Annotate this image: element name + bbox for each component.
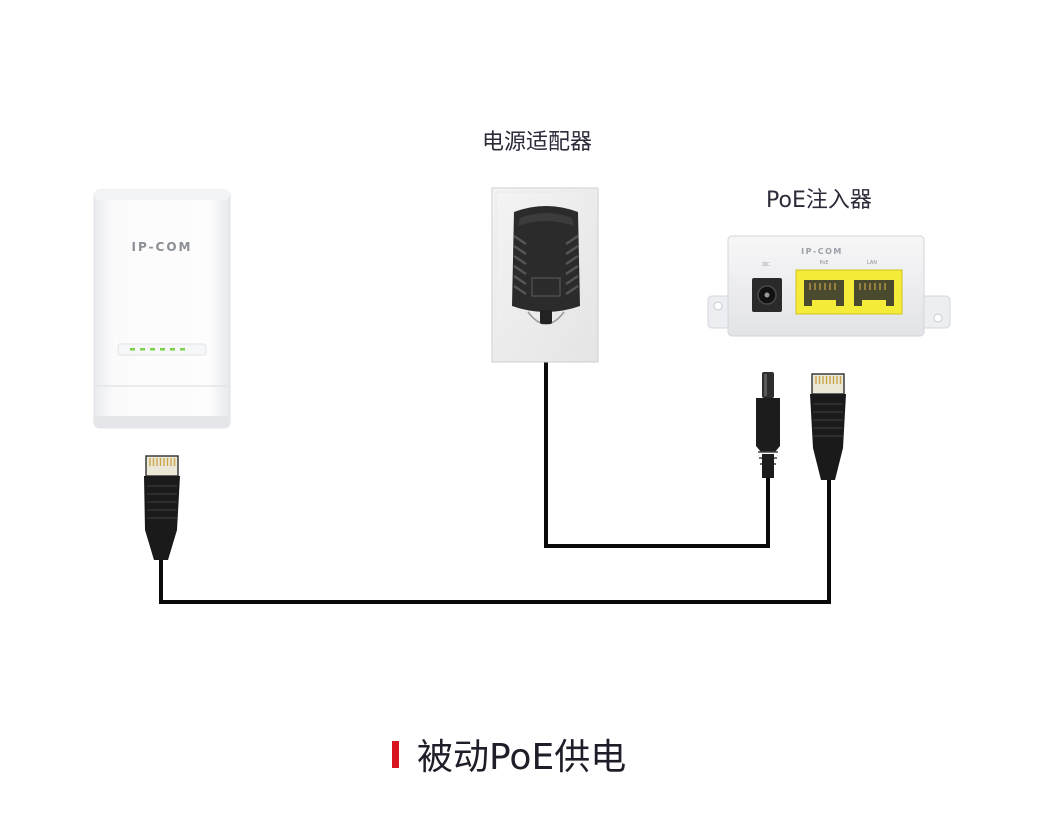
yellow-rj45-ports (795, 269, 903, 315)
caption-accent-bar (392, 740, 399, 768)
dc-jack (752, 278, 782, 312)
led-indicators (130, 348, 185, 351)
port-label-lan: LAN (867, 260, 877, 266)
led-indicator (160, 348, 165, 351)
dc-barrel-plug (756, 372, 780, 478)
port-label-dc: DC (762, 262, 770, 268)
injector-brand-logo: IP-COM (801, 247, 843, 256)
rj45-plug-cpe (144, 455, 180, 560)
diagram-caption: 被动PoE供电 (392, 728, 626, 780)
led-indicator (140, 348, 145, 351)
rj45-plug-injector (810, 373, 846, 480)
led-indicator (170, 348, 175, 351)
cables (159, 322, 831, 604)
ethernet-cable-cpe-to-injector (159, 478, 831, 604)
poe-injector-device: IP-COM DC PoE LAN (707, 235, 951, 337)
led-indicator (130, 348, 135, 351)
cpe-brand-logo: IP-COM (132, 240, 193, 254)
power-adapter-label: 电源适配器 (482, 130, 593, 155)
led-indicator (150, 348, 155, 351)
adapter-ribs-right (565, 234, 579, 296)
led-indicator (180, 348, 185, 351)
poe-injector-label: PoE注入器 (766, 188, 872, 213)
caption-text: 被动PoE供电 (417, 737, 627, 778)
port-label-poe: PoE (819, 260, 828, 266)
outdoor-cpe-device: IP-COM (93, 189, 231, 429)
adapter-ribs-left (513, 234, 527, 296)
power-adapter (512, 206, 580, 325)
power-cable-adapter-to-dc-plug (544, 322, 770, 548)
